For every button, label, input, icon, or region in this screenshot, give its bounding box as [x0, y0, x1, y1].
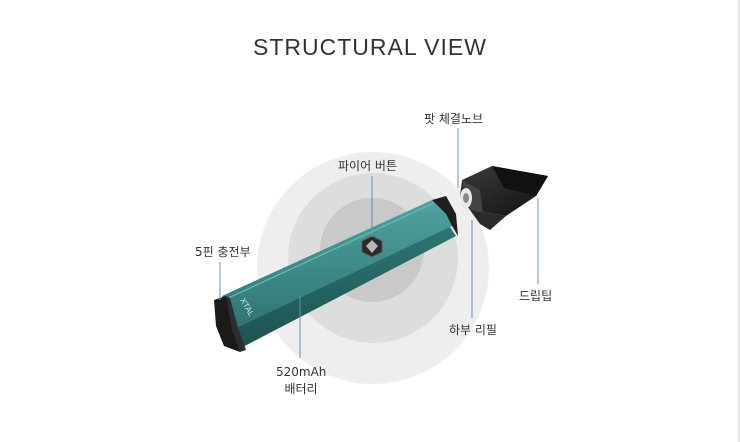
label-battery: 520mAh 배터리: [276, 364, 326, 398]
label-fire-button: 파이어 버튼: [338, 159, 398, 173]
label-bottom-refill: 하부 리필: [449, 323, 497, 337]
label-charging-port: 5핀 충전부: [195, 245, 251, 259]
label-battery-name: 배터리: [284, 382, 318, 396]
page-title: STRUCTURAL VIEW: [253, 34, 487, 60]
fire-button-icon: [361, 235, 383, 258]
label-pod-connector: 팟 체결노브: [424, 112, 484, 126]
page-edge: [738, 0, 740, 442]
label-drip-tip: 드립팁: [519, 289, 553, 303]
label-battery-capacity: 520mAh: [276, 365, 327, 379]
device-body: [214, 196, 458, 352]
pod-cartridge: [460, 166, 548, 230]
